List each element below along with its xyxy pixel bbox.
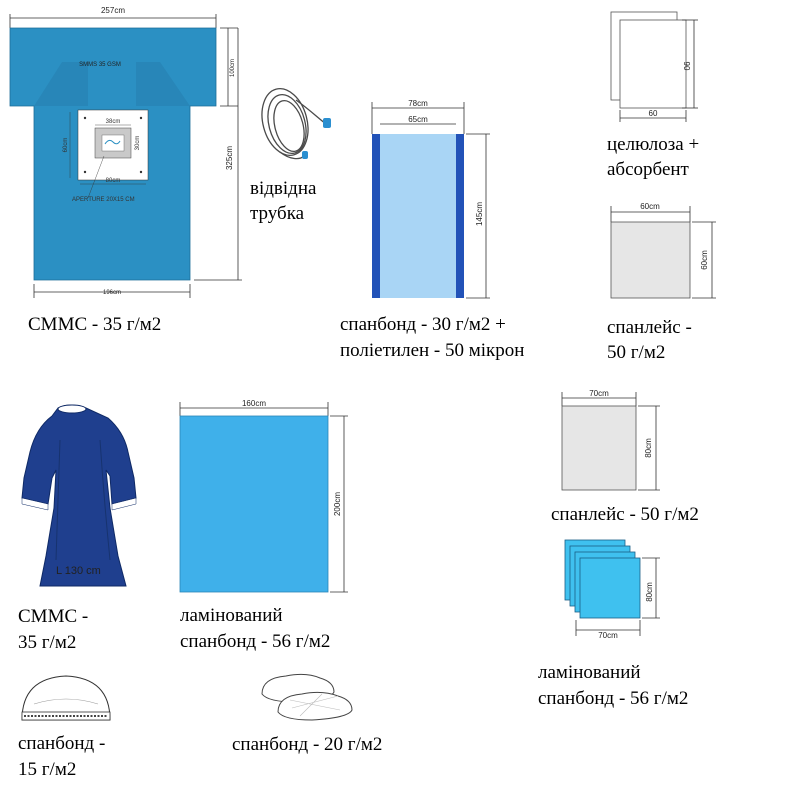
cellulose-caption-line2: абсорбент [607,159,690,180]
towels-caption-line2: спанбонд - 56 г/м2 [538,688,688,709]
drape-top-height-label: 100cm [230,59,236,77]
aperture-opening [101,134,125,152]
drape-total-height-label: 325cm [225,146,234,170]
gown-seam [99,439,111,561]
equipment-cover: 78cm 65cm 145cm спанбонд - 30 г/м2 + пол… [340,99,524,361]
aperture-pointer [87,155,105,199]
tube-coil-icon [261,88,327,160]
spunlace-wipe-70: 70cm 80cm спанлейс - 50 г/м2 [551,389,699,525]
spunlace2-height-label: 80cm [644,438,653,458]
drape-width-label: 257cm [101,6,125,15]
gown-seam [55,439,61,561]
cellulose-sheet-front [619,19,687,109]
sheet-width-label: 160cm [242,399,266,408]
gown-caption-line1: СММС - [18,606,88,627]
window-top-label: 38cm [106,119,121,125]
drainage-tube: відвідна трубка [250,88,331,224]
laminated-sheet: 160cm 200cm ламінований спанбонд - 56 г/… [179,399,348,652]
tube-connector-icon [302,151,308,159]
aperture-frame [94,127,132,159]
aperture-shape [104,139,121,145]
cellulose-height-label: 90 [682,62,691,71]
shoe-covers-caption: спанбонд - 20 г/м2 [232,734,382,755]
towels-width-label: 70cm [598,631,618,640]
window-height-label: 60cm [63,138,69,153]
cover-height-label: 145cm [475,202,484,226]
drape-material-print: SMMS 35 GSM [79,62,121,68]
window-corner-mark [139,116,143,120]
cover-inner-width-label: 65cm [408,115,428,124]
drape-fold-left [34,62,88,106]
surgical-drape: 257cm SMMS 35 GSM 100cm 325cm 196cm 38cm… [9,6,242,335]
towels-caption-line1: ламінований [538,662,641,683]
surgical-gown: L 130 cm СММС - 35 г/м2 [18,404,137,653]
drape-bottom-width-label: 196cm [103,290,121,296]
cover-caption-line2: поліетилен - 50 мікрон [340,340,524,361]
cap-crease [33,698,99,705]
gown-cuff-left [21,497,49,511]
towels-height-label: 80cm [645,582,654,602]
cap-caption-line2: 15 г/м2 [18,759,76,780]
gown-neckline [57,404,87,414]
aperture-label: APERTURE 20X15 CM [72,197,135,203]
gown-body [21,404,137,587]
gown-caption-line2: 35 г/м2 [18,632,76,653]
cover-body [372,134,464,298]
sheet-caption-line1: ламінований [180,605,283,626]
drape-caption: СММС - 35 г/м2 [28,314,161,335]
shoe-covers: спанбонд - 20 г/м2 [232,673,382,755]
sheet-caption-line2: спанбонд - 56 г/м2 [180,631,330,652]
cap-caption-line1: спанбонд - [18,733,105,754]
shoe-cover-icon [277,691,353,721]
spunlace1-caption-line1: спанлейс - [607,317,692,338]
shoe-cover-texture [289,693,341,717]
spunlace1-sheet [610,221,691,299]
gown-cuff-right [111,497,137,511]
window-corner-mark [83,170,87,174]
window-corner-mark [139,170,143,174]
spunlace-wipe-60: 60cm 60cm спанлейс - 50 г/м2 [607,202,716,363]
towel-sheet [579,557,641,619]
spunlace2-sheet [561,405,637,491]
spunlace1-height-label: 60cm [700,250,709,270]
window-corner-mark [83,116,87,120]
cap-dome-icon [21,675,111,721]
drape-fold-right [136,62,190,106]
spunlace1-width-label: 60cm [640,202,660,211]
tube-caption-line2: трубка [250,203,305,224]
cover-edge-left [372,134,380,298]
bouffant-cap: спанбонд - 15 г/м2 [18,675,111,780]
cover-caption-line1: спанбонд - 30 г/м2 + [340,314,506,335]
window-side-label: 30cm [135,136,141,151]
tube-connector-icon [323,118,331,128]
spunlace2-caption: спанлейс - 50 г/м2 [551,504,699,525]
cellulose-pad: 90 60 целюлоза + абсорбент [607,11,699,180]
window-width-label: 80cm [106,178,121,184]
spunlace2-width-label: 70cm [589,389,609,398]
cover-outer-width-label: 78cm [408,99,428,108]
sheet-height-label: 200cm [333,492,342,516]
tube-caption-line1: відвідна [250,178,317,199]
cover-edge-right [456,134,464,298]
laminated-towel-stack: 80cm 70cm ламінований спанбонд - 56 г/м2 [538,539,688,709]
cellulose-width-label: 60 [649,109,658,118]
cellulose-caption-line1: целюлоза + [607,134,699,155]
gown-size-label: L 130 cm [56,565,101,577]
spunlace1-caption-line2: 50 г/м2 [607,342,665,363]
sheet-body [179,415,329,593]
